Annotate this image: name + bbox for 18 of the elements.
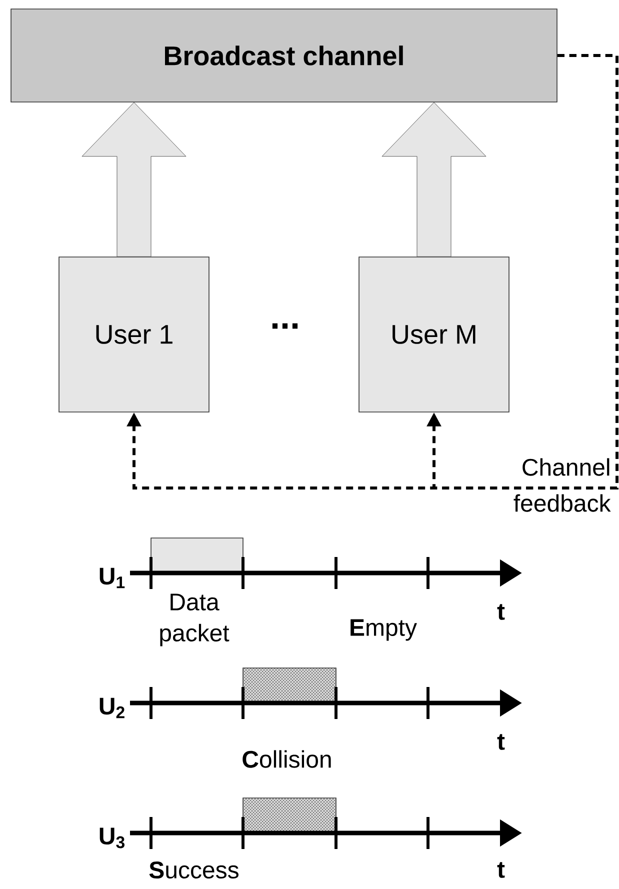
user-box: User M <box>358 256 510 412</box>
slot-label: Empty <box>350 619 417 641</box>
axis-label: t <box>497 734 505 750</box>
slot-label: Success <box>149 862 238 878</box>
axis-label: U$_{2}$ <box>100 698 124 718</box>
feedback-arrow <box>426 54 618 490</box>
slot-label: Data packet <box>160 594 230 646</box>
axis-label: t <box>497 862 505 878</box>
ellipsis: ... <box>272 323 298 329</box>
axis-label: U$_{1}$ <box>100 568 125 588</box>
axis-label: U$_{3}$ <box>100 828 124 848</box>
user-box: User 1 <box>58 256 210 412</box>
block-arrow <box>82 102 186 257</box>
axis-label: t <box>497 604 505 620</box>
broadcast-channel-box: Broadcast channel <box>10 8 558 102</box>
edge-label: Channel feedback <box>514 458 611 512</box>
block-arrow <box>382 102 486 257</box>
slot-label: Collision <box>242 750 331 768</box>
